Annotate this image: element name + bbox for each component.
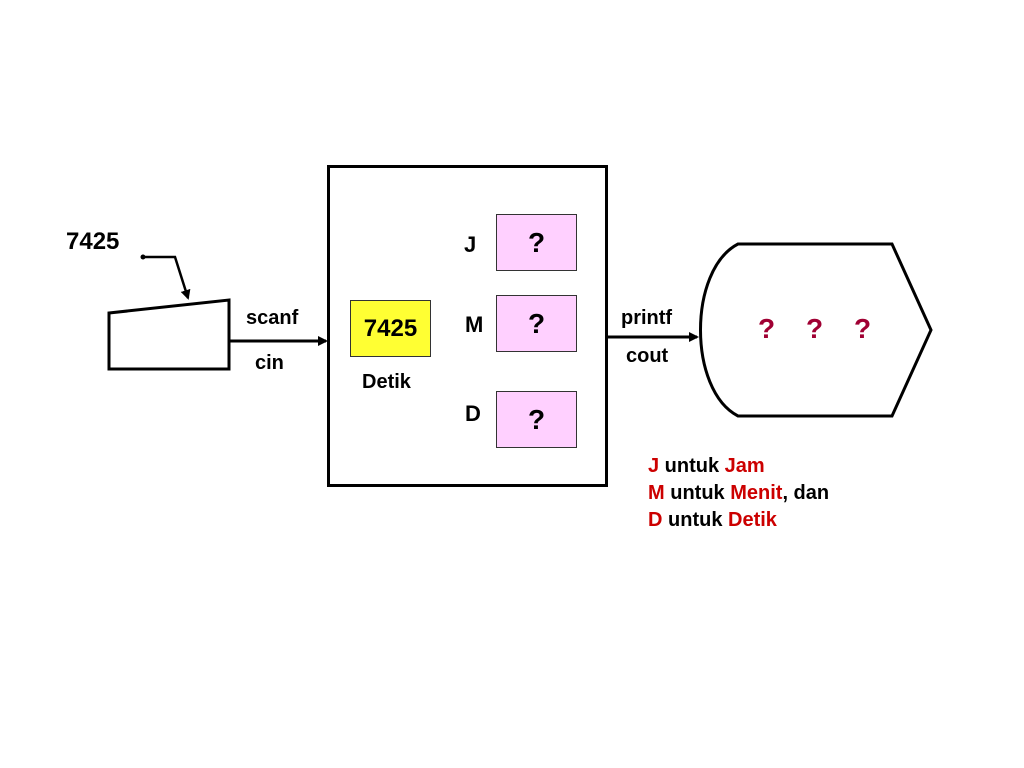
- scanf-label: scanf: [246, 307, 299, 329]
- printf-label: printf: [621, 307, 673, 329]
- output-value-2: ?: [806, 313, 824, 344]
- memory-box: [327, 165, 608, 487]
- legend-connector: untuk: [664, 482, 731, 504]
- legend-key: D: [648, 509, 663, 531]
- var-m-box: ?: [496, 295, 577, 352]
- detik-variable-label: Detik: [362, 371, 411, 393]
- var-j-box: ?: [496, 214, 577, 271]
- legend-key: J: [648, 455, 660, 477]
- input-value: 7425: [66, 228, 120, 255]
- detik-variable-box: 7425: [350, 300, 431, 357]
- output-value-1: ?: [758, 313, 776, 344]
- input-pointer-arrow: [143, 255, 191, 300]
- display-output-shape: [699, 242, 933, 418]
- legend-row-jam: J untuk Jam: [648, 453, 829, 480]
- var-j-label: J: [464, 232, 477, 257]
- legend-key: M: [648, 482, 665, 504]
- keyboard-input-shape: [107, 298, 231, 371]
- legend-word: Menit: [730, 482, 783, 504]
- legend-connector: untuk: [659, 455, 725, 477]
- cout-label: cout: [626, 345, 669, 367]
- legend-row-menit: M untuk Menit, dan: [648, 480, 829, 507]
- legend-tail: , dan: [782, 482, 830, 504]
- legend-row-detik: D untuk Detik: [648, 507, 829, 534]
- var-m-label: M: [465, 312, 484, 337]
- cin-label: cin: [255, 352, 284, 374]
- legend: J untuk Jam M untuk Menit, dan D untuk D…: [648, 453, 829, 534]
- var-d-box: ?: [496, 391, 577, 448]
- legend-connector: untuk: [662, 509, 728, 531]
- output-value-3: ?: [854, 313, 872, 344]
- var-d-label: D: [465, 401, 481, 426]
- legend-word: Detik: [728, 509, 777, 531]
- legend-word: Jam: [724, 455, 765, 477]
